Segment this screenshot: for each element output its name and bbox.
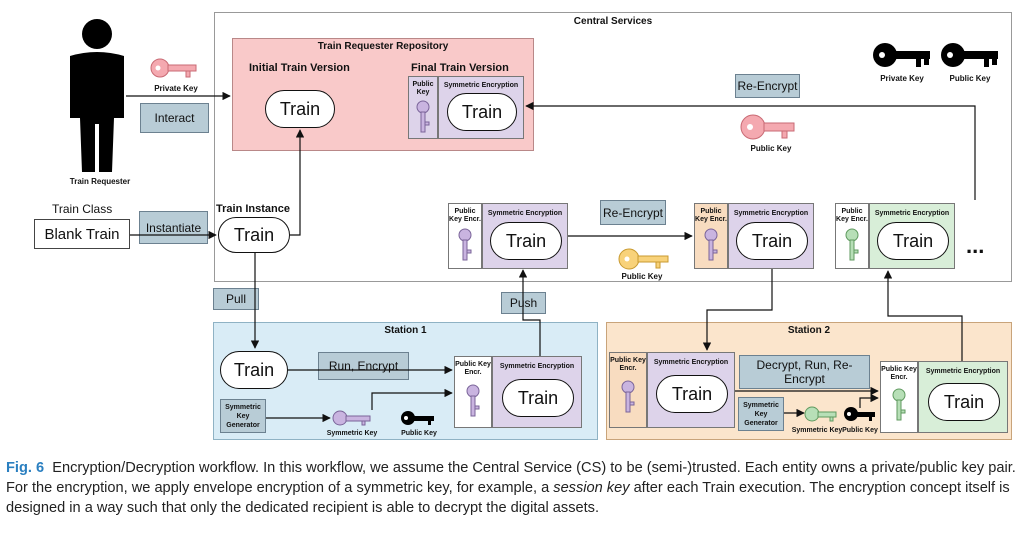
central3-se-label: Symmetric Encryption — [874, 210, 950, 217]
station2-title: Station 2 — [787, 325, 831, 336]
station2-out-pk-label: Public Key Encr. — [881, 366, 917, 381]
train-station1-in: Train — [220, 351, 288, 389]
central-services-title: Central Services — [573, 16, 653, 27]
station2-in-se-label: Symmetric Encryption — [653, 359, 729, 366]
sym-key-icon-station1 — [332, 408, 372, 433]
train-station2-in: Train — [656, 375, 728, 413]
public-key-label-station1: Public Key — [401, 430, 437, 437]
final-version-label: Final Train Version — [411, 62, 509, 74]
station2-in-pk-label: Public Key Encr. — [610, 357, 646, 372]
station2-in-pk-key-icon — [621, 380, 635, 419]
caption-text-1: Encryption/Decryption workflow. In this … — [6, 460, 1016, 496]
station1-se-label: Symmetric Encryption — [499, 363, 575, 370]
public-key-icon-station2 — [843, 404, 877, 429]
station2-out-se-label: Symmetric Encryption — [925, 368, 1001, 375]
public-key-label-mid: Public Key — [621, 272, 663, 281]
central3-pk-label: Public Key Encr. — [836, 208, 868, 223]
push-action: Push — [501, 292, 546, 314]
caption-emphasis: session key — [553, 480, 630, 496]
train-central2: Train — [736, 222, 808, 260]
sym-key-gen-label-1: Symmetric Key Generator — [225, 403, 261, 429]
station1-title: Station 1 — [384, 325, 427, 336]
train-central1: Train — [490, 222, 562, 260]
station2-out-pk-key-icon — [892, 388, 906, 427]
central1-se-label: Symmetric Encryption — [487, 210, 563, 217]
workflow-diagram: Central Services Train Requester Reposit… — [34, 12, 1012, 440]
figure-number: Fig. 6 — [6, 460, 45, 476]
central2-pk-key-icon — [704, 228, 718, 267]
ellipsis: ... — [966, 233, 985, 258]
sym-key-gen-station2: Symmetric Key Generator — [738, 397, 784, 431]
central3-pk-key-icon — [845, 228, 859, 267]
sym-key-icon-station2 — [804, 404, 838, 429]
sym-key-gen-label-2: Symmetric Key Generator — [743, 401, 779, 427]
central2-se-label: Symmetric Encryption — [733, 210, 809, 217]
instantiate-action: Instantiate — [139, 211, 208, 244]
central-services-region: Central Services — [214, 12, 1012, 282]
sym-key-label-station2: Symmetric Key — [791, 427, 843, 434]
train-station1-out: Train — [502, 379, 574, 417]
legend-public-key-label: Public Key — [949, 74, 991, 83]
reencrypt-action-mid: Re-Encrypt — [600, 200, 666, 225]
legend-private-key-label: Private Key — [880, 74, 924, 83]
public-key-icon-top — [740, 112, 796, 142]
figure-caption: Fig. 6 Encryption/Decryption workflow. I… — [6, 458, 1022, 518]
caption-text-2: after each Train execution. The encrypti… — [6, 480, 1010, 516]
central1-pk-key-icon — [458, 228, 472, 267]
train-instance-label: Train Instance — [216, 203, 290, 215]
station1-pk-label: Public Key Encr. — [455, 361, 491, 376]
sym-key-gen-station1: Symmetric Key Generator — [220, 399, 266, 433]
interact-action: Interact — [140, 103, 209, 133]
decrypt-run-label: Decrypt, Run, Re-Encrypt — [756, 358, 853, 386]
train-final: Train — [447, 93, 517, 131]
legend-private-key-icon — [872, 40, 932, 70]
legend-public-key-icon — [940, 40, 1000, 70]
final-pk-label: Public Key — [412, 81, 434, 96]
blank-train-box: Blank Train — [34, 219, 130, 249]
final-se-label: Symmetric Encryption — [443, 82, 519, 89]
public-key-icon-station1 — [400, 408, 436, 433]
central2-pk-label: Public Key Encr. — [695, 208, 727, 223]
private-key-label-requester: Private Key — [154, 84, 198, 93]
reencrypt-action-top: Re-Encrypt — [735, 74, 800, 98]
train-station2-out: Train — [928, 383, 1000, 421]
public-key-label-station2: Public Key — [842, 427, 878, 434]
central1-pk-label: Public Key Encr. — [449, 208, 481, 223]
train-initial: Train — [265, 90, 335, 128]
public-key-icon-mid — [618, 246, 670, 272]
public-key-label-top: Public Key — [750, 144, 792, 153]
final-pk-key-icon — [416, 100, 430, 139]
initial-version-label: Initial Train Version — [249, 62, 350, 74]
sym-key-label-station1: Symmetric Key — [326, 430, 378, 437]
repo-title: Train Requester Repository — [317, 41, 449, 52]
train-requester-person-icon — [70, 19, 124, 172]
decrypt-run-action: Decrypt, Run, Re-Encrypt — [739, 355, 870, 389]
train-requester-label: Train Requester — [69, 177, 131, 186]
pull-action: Pull — [213, 288, 259, 310]
station1-pk-key-icon — [466, 384, 480, 423]
train-instance: Train — [218, 217, 290, 253]
private-key-icon-requester — [150, 55, 198, 81]
train-class-label: Train Class — [52, 202, 113, 216]
run-encrypt-action: Run, Encrypt — [318, 352, 409, 380]
train-central3: Train — [877, 222, 949, 260]
